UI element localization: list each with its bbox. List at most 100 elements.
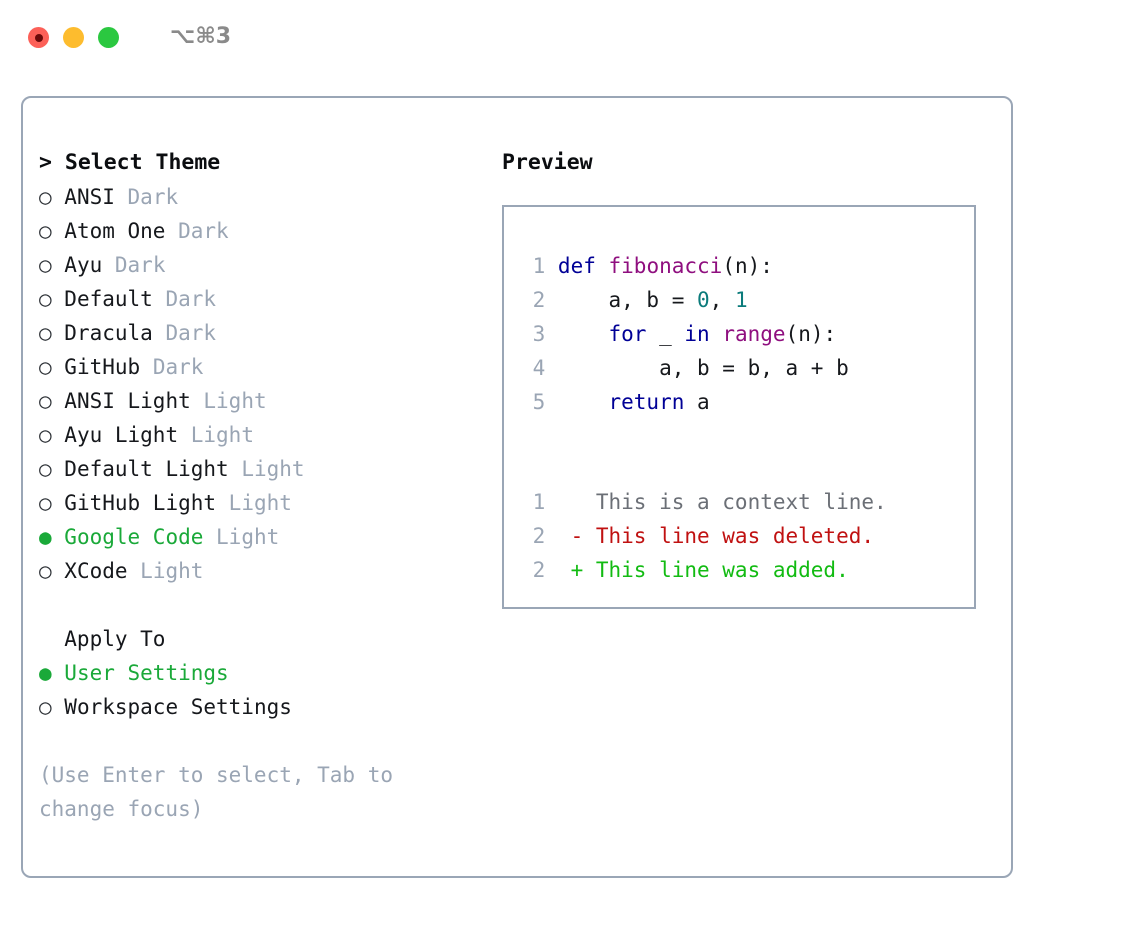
keyboard-shortcut-label: ⌥⌘3 — [170, 24, 232, 49]
spacer — [140, 355, 153, 379]
code-token: _ — [646, 322, 685, 346]
radio-unselected-icon[interactable]: ○ — [39, 559, 52, 583]
theme-variant-tag: Dark — [178, 219, 229, 243]
diff-line-text: + This line was added. — [557, 558, 849, 582]
code-token: range — [722, 322, 786, 346]
theme-list-item[interactable]: ○ Dracula Dark — [39, 316, 479, 350]
radio-unselected-icon[interactable]: ○ — [39, 185, 52, 209]
theme-name: ANSI Light — [64, 389, 191, 413]
theme-name: XCode — [64, 559, 128, 583]
select-theme-label: Select Theme — [64, 150, 221, 175]
code-token: 1 — [734, 288, 748, 312]
theme-list-item[interactable]: ○ Default Light Light — [39, 452, 479, 486]
apply-to-section: Apply To ● User Settings○ Workspace Sett… — [39, 622, 479, 724]
code-token: a, b = — [557, 288, 697, 312]
radio-unselected-icon[interactable]: ○ — [39, 219, 52, 243]
apply-to-option-label: Workspace Settings — [64, 695, 292, 719]
spacer — [52, 321, 65, 345]
theme-name: ANSI — [64, 185, 115, 209]
theme-list-item[interactable]: ○ GitHub Dark — [39, 350, 479, 384]
theme-name: Default — [64, 287, 153, 311]
diff-line: 2 - This line was deleted. — [520, 519, 968, 553]
spacer — [178, 423, 191, 447]
radio-unselected-icon[interactable]: ○ — [39, 253, 52, 277]
spacer — [52, 185, 65, 209]
radio-selected-icon[interactable]: ● — [39, 661, 52, 685]
keyboard-hint-text: (Use Enter to select, Tab to change focu… — [39, 763, 394, 821]
theme-variant-tag: Dark — [127, 185, 179, 209]
theme-picker-panel: > Select Theme ○ ANSI Dark○ Atom One Dar… — [21, 96, 1013, 878]
line-number: 1 — [532, 254, 546, 278]
radio-unselected-icon[interactable]: ○ — [39, 287, 52, 311]
theme-name: Default Light — [64, 457, 229, 481]
theme-list[interactable]: ○ ANSI Dark○ Atom One Dark○ Ayu Dark○ De… — [39, 180, 479, 588]
theme-list-item[interactable]: ○ ANSI Dark — [39, 180, 479, 214]
theme-variant-tag: Light — [241, 457, 305, 481]
radio-unselected-icon[interactable]: ○ — [39, 423, 52, 447]
preview-heading: Preview — [502, 150, 593, 175]
code-line: 5 return a — [520, 385, 968, 419]
code-line: 3 for _ in range(n): — [520, 317, 968, 351]
radio-unselected-icon[interactable]: ○ — [39, 457, 52, 481]
spacer — [52, 423, 65, 447]
radio-unselected-icon[interactable]: ○ — [39, 321, 52, 345]
theme-name: Dracula — [64, 321, 153, 345]
code-token: for — [608, 322, 647, 346]
theme-list-item[interactable]: ○ Ayu Light Light — [39, 418, 479, 452]
prompt-caret: > — [39, 150, 65, 175]
code-token — [558, 322, 609, 346]
code-token: 0 — [697, 288, 710, 312]
traffic-lights — [28, 27, 119, 48]
radio-selected-icon[interactable]: ● — [39, 525, 52, 549]
theme-list-item[interactable]: ○ Ayu Dark — [39, 248, 479, 282]
code-line: 2 a, b = 0, 1 — [520, 283, 968, 317]
line-number: 2 — [532, 524, 546, 548]
spacer — [52, 253, 65, 277]
minimize-button[interactable] — [63, 27, 84, 48]
apply-to-option-label: User Settings — [64, 661, 229, 685]
spacer — [52, 457, 65, 481]
spacer — [52, 661, 65, 685]
line-number: 1 — [532, 490, 546, 514]
code-token — [710, 322, 723, 346]
line-number: 2 — [532, 558, 546, 582]
spacer — [52, 525, 65, 549]
radio-unselected-icon[interactable]: ○ — [39, 695, 52, 719]
theme-list-column: > Select Theme ○ ANSI Dark○ Atom One Dar… — [39, 146, 479, 826]
theme-name: GitHub Light — [64, 491, 217, 515]
code-token — [558, 390, 609, 414]
spacer — [52, 355, 65, 379]
diff-line: 1 This is a context line. — [520, 485, 968, 519]
theme-list-item[interactable]: ○ GitHub Light Light — [39, 486, 479, 520]
spacer — [153, 321, 166, 345]
theme-variant-tag: Dark — [165, 287, 217, 311]
radio-unselected-icon[interactable]: ○ — [39, 491, 52, 515]
theme-list-item[interactable]: ○ ANSI Light Light — [39, 384, 479, 418]
spacer — [115, 185, 128, 209]
apply-to-option[interactable]: ○ Workspace Settings — [39, 690, 479, 724]
spacer — [216, 491, 229, 515]
theme-name: Ayu — [64, 253, 103, 277]
close-button[interactable] — [28, 27, 49, 48]
theme-list-item[interactable]: ○ Atom One Dark — [39, 214, 479, 248]
line-number: 4 — [532, 356, 546, 380]
theme-name: Ayu Light — [64, 423, 179, 447]
theme-list-item[interactable]: ● Google Code Light — [39, 520, 479, 554]
spacer — [102, 253, 115, 277]
maximize-button[interactable] — [98, 27, 119, 48]
theme-name: GitHub — [64, 355, 141, 379]
radio-unselected-icon[interactable]: ○ — [39, 389, 52, 413]
theme-variant-tag: Light — [228, 491, 292, 515]
code-token: return — [608, 390, 685, 414]
titlebar: ⌥⌘3 — [0, 0, 1140, 78]
radio-unselected-icon[interactable]: ○ — [39, 355, 52, 379]
line-number: 2 — [532, 288, 546, 312]
spacer — [229, 457, 242, 481]
apply-to-option[interactable]: ● User Settings — [39, 656, 479, 690]
spacer — [52, 389, 65, 413]
theme-list-item[interactable]: ○ XCode Light — [39, 554, 479, 588]
apply-to-option-list[interactable]: ● User Settings○ Workspace Settings — [39, 656, 479, 724]
theme-list-item[interactable]: ○ Default Dark — [39, 282, 479, 316]
